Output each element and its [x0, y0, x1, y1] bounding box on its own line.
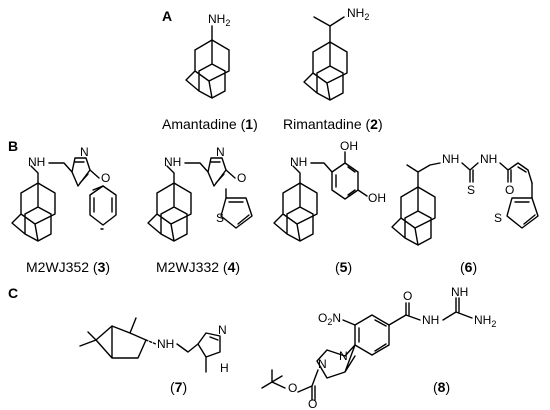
svg-text:NH2: NH2 — [474, 313, 496, 329]
amantadine-structure: NH2 — [185, 12, 230, 99]
svg-text:S: S — [216, 211, 224, 225]
svg-text:NH2: NH2 — [208, 12, 230, 28]
svg-text:S: S — [494, 211, 502, 225]
compound-label-2: Rimantadine (2) — [283, 116, 383, 132]
compound-label-8: (8) — [433, 379, 450, 395]
svg-text:O: O — [237, 171, 246, 185]
compound-5-structure: NH OH OH — [273, 139, 386, 242]
svg-text:NH2: NH2 — [347, 6, 369, 22]
compound-8-structure: O2N O NH NH NH2 N N O O — [261, 285, 496, 410]
svg-text:NH: NH — [451, 285, 468, 299]
m2wj332-structure: NH N O S — [147, 145, 253, 242]
svg-text:NH: NH — [164, 155, 181, 169]
svg-text:O: O — [403, 289, 412, 303]
compound-label-7: (7) — [170, 379, 187, 395]
svg-text:S: S — [467, 183, 475, 197]
svg-text:NH: NH — [157, 337, 174, 351]
svg-text:N: N — [80, 145, 89, 159]
svg-text:O: O — [288, 381, 297, 395]
svg-text:O2N: O2N — [318, 311, 341, 327]
svg-text:NH: NH — [480, 152, 497, 166]
compound-label-1: Amantadine (1) — [162, 116, 258, 132]
svg-text:NH: NH — [442, 152, 459, 166]
svg-text:O: O — [101, 171, 110, 185]
compound-7-structure: NH N H — [79, 317, 229, 375]
rimantadine-structure: NH2 — [303, 6, 369, 101]
compound-label-3: M2WJ352 (3) — [26, 259, 110, 275]
svg-text:OH: OH — [368, 191, 386, 205]
panel-label-c: C — [8, 285, 18, 301]
svg-text:O: O — [308, 397, 317, 410]
compound-label-5: (5) — [335, 259, 352, 275]
svg-text:NH: NH — [422, 313, 439, 327]
compound-label-4: M2WJ332 (4) — [156, 259, 240, 275]
svg-text:N: N — [218, 323, 227, 337]
compound-label-6: (6) — [460, 259, 477, 275]
compound-6-structure: NH S NH O S — [391, 152, 539, 246]
svg-text:N: N — [216, 145, 225, 159]
svg-text:H: H — [220, 361, 229, 375]
m2wj352-structure: NH N O — [11, 145, 117, 242]
panel-label-b: B — [8, 138, 18, 154]
svg-text:OH: OH — [340, 139, 358, 153]
svg-text:NH: NH — [290, 155, 307, 169]
svg-text:O: O — [505, 183, 514, 197]
svg-text:N: N — [318, 357, 327, 371]
svg-text:NH: NH — [28, 155, 45, 169]
svg-text:N: N — [339, 349, 348, 363]
panel-label-a: A — [162, 8, 172, 24]
